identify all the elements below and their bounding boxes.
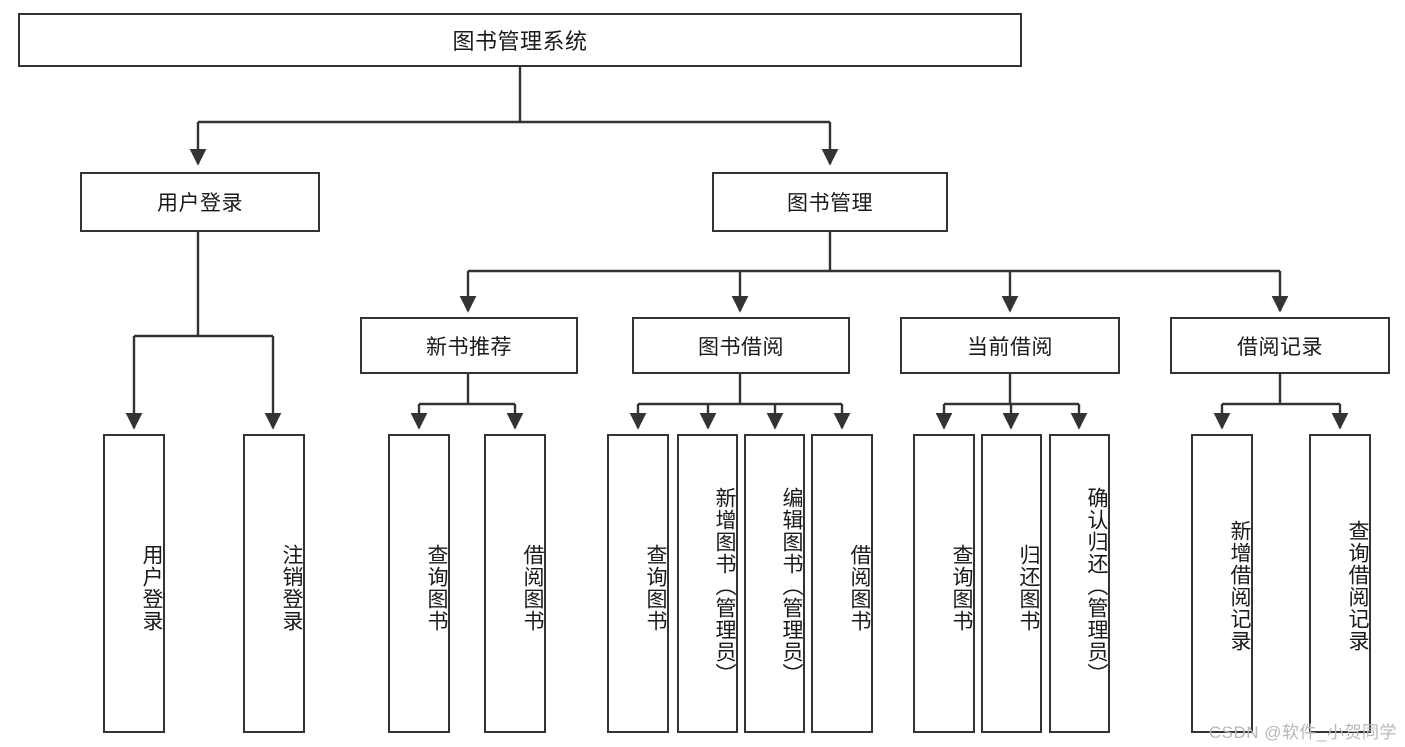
node-current-borrowing[interactable]: 当前借阅 (900, 317, 1120, 374)
leaf-return-book[interactable]: 归还图书 (981, 434, 1042, 733)
node-new-book-recommendation[interactable]: 新书推荐 (360, 317, 578, 374)
node-book-management[interactable]: 图书管理 (712, 172, 948, 232)
leaf-query-borrow-record[interactable]: 查询借阅记录 (1309, 434, 1371, 733)
node-book-borrowing[interactable]: 图书借阅 (632, 317, 850, 374)
leaf-edit-book-admin[interactable]: 编辑图书（管理员） (744, 434, 805, 733)
leaf-borrow-book-borrowing[interactable]: 借阅图书 (811, 434, 873, 733)
leaf-logout[interactable]: 注销登录 (243, 434, 305, 733)
leaf-user-login[interactable]: 用户登录 (103, 434, 165, 733)
leaf-add-book-admin[interactable]: 新增图书（管理员） (677, 434, 738, 733)
node-borrow-record[interactable]: 借阅记录 (1170, 317, 1390, 374)
leaf-add-borrow-record[interactable]: 新增借阅记录 (1191, 434, 1253, 733)
leaf-query-book-borrowing[interactable]: 查询图书 (607, 434, 669, 733)
node-user-login[interactable]: 用户登录 (80, 172, 320, 232)
leaf-query-book-current[interactable]: 查询图书 (913, 434, 975, 733)
csdn-watermark: CSDN @软件_小贺同学 (1208, 723, 1397, 742)
leaf-query-book-recommendation[interactable]: 查询图书 (388, 434, 450, 733)
node-root-system[interactable]: 图书管理系统 (18, 13, 1022, 67)
leaf-borrow-book-recommendation[interactable]: 借阅图书 (484, 434, 546, 733)
leaf-confirm-return-admin[interactable]: 确认归还（管理员） (1049, 434, 1110, 733)
